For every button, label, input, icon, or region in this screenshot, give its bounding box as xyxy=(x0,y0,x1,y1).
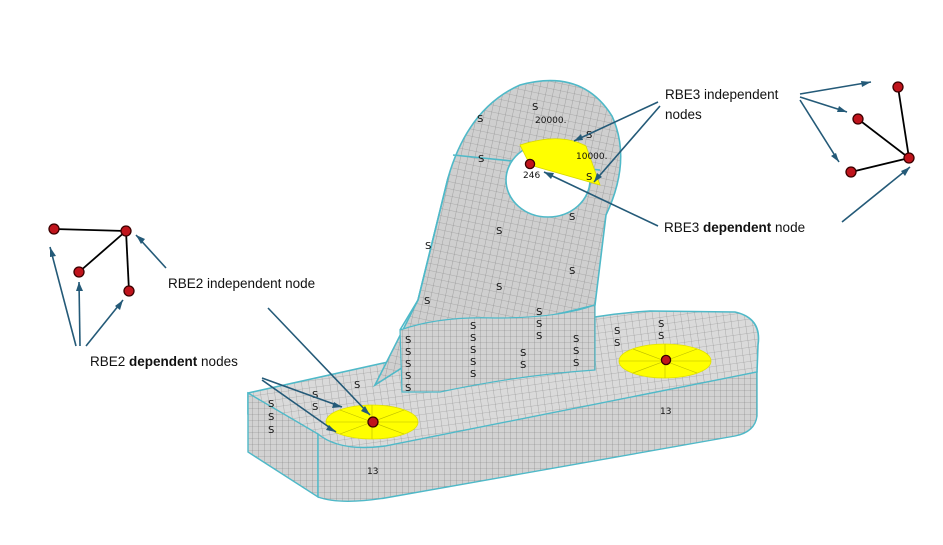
lug-side-edge xyxy=(399,177,449,331)
rbe2-dependent-suffix: nodes xyxy=(197,354,238,369)
schematic-node xyxy=(123,285,135,297)
rbe3-dependent-suffix: node xyxy=(771,220,805,235)
schematic-node xyxy=(892,81,904,93)
spc-marker: S xyxy=(268,425,274,436)
load-markers: 20000. 10000. 246 13 13 xyxy=(367,116,671,477)
load-label-20000: 20000. xyxy=(535,116,567,126)
schematic-node xyxy=(852,113,864,125)
spc-marker: S xyxy=(405,359,411,370)
spc-marker: S xyxy=(470,357,476,368)
rbe2-dependent-prefix: RBE2 xyxy=(90,354,129,369)
rbe3-dependent-prefix: RBE3 xyxy=(664,220,703,235)
spc-marker: S xyxy=(268,399,274,410)
spc-marker: S xyxy=(405,371,411,382)
spc-marker: S xyxy=(614,338,620,349)
spc-marker: S xyxy=(569,266,575,277)
rbe3-element xyxy=(519,138,601,186)
spc-marker: S xyxy=(536,319,542,330)
schematic-node xyxy=(73,266,85,278)
spc-marker: S xyxy=(532,102,538,113)
spc-marker: S xyxy=(496,282,502,293)
rbe3-dependent-bold: dependent xyxy=(703,220,772,235)
rbe3-dependent-label: RBE3 dependent node xyxy=(664,220,805,235)
node-id-246: 246 xyxy=(523,171,540,181)
rbe2-dependent-bold: dependent xyxy=(129,354,198,369)
spc-marker: S xyxy=(268,412,274,423)
leader-arrows xyxy=(49,81,911,433)
spc-marker: S xyxy=(573,358,579,369)
rbe2-node-right xyxy=(660,354,672,366)
rbe3-independent-label: RBE3 independent xyxy=(665,87,779,102)
spc-marker: S xyxy=(478,154,484,165)
spc-marker: S xyxy=(520,348,526,359)
spc-marker: S xyxy=(470,321,476,332)
spc-marker: S xyxy=(425,241,431,252)
spc-marker: S xyxy=(658,319,664,330)
rbe2-independent-label: RBE2 independent node xyxy=(168,276,315,291)
spc-marker: S xyxy=(405,335,411,346)
spc-marker: S xyxy=(470,345,476,356)
spc-marker: S xyxy=(312,402,318,413)
rbe3-independent-label-line2: nodes xyxy=(665,107,702,122)
property-label-13-right: 13 xyxy=(660,407,671,417)
rbe2-dependent-label: RBE2 dependent nodes xyxy=(90,354,238,369)
spc-marker: S xyxy=(586,172,592,183)
spc-marker: S xyxy=(470,369,476,380)
spc-marker: S xyxy=(614,326,620,337)
rbe3-dependent-node xyxy=(524,158,536,170)
base-front-face xyxy=(317,371,758,502)
schematic-node xyxy=(120,225,132,237)
fem-model: 20000. 10000. 246 13 13 S S S S S S S S … xyxy=(247,79,760,502)
load-label-10000: 10000. xyxy=(576,152,608,162)
schematic-node xyxy=(903,152,915,164)
spc-marker: S xyxy=(477,114,483,125)
spc-marker: S xyxy=(424,296,430,307)
spc-marker: S xyxy=(405,383,411,394)
spc-marker: S xyxy=(658,331,664,342)
spc-marker: S xyxy=(586,130,592,141)
spc-markers: S S S S S S S S S S S S S S S S S S S S … xyxy=(268,102,664,436)
rbe2-schematic xyxy=(48,223,135,297)
rbe2-independent-node xyxy=(367,416,379,428)
spc-marker: S xyxy=(312,390,318,401)
schematic-node xyxy=(48,223,60,235)
property-label-13-left: 13 xyxy=(367,467,378,477)
rbe2-spider-left xyxy=(325,404,419,440)
annotation-labels: RBE3 independent nodes RBE3 dependent no… xyxy=(90,87,805,369)
spc-marker: S xyxy=(520,360,526,371)
rbe2-spider-right xyxy=(618,343,712,379)
spc-marker: S xyxy=(536,331,542,342)
schematic-node xyxy=(845,166,857,178)
spc-marker: S xyxy=(573,346,579,357)
spc-marker: S xyxy=(470,333,476,344)
spc-marker: S xyxy=(536,307,542,318)
spc-marker: S xyxy=(573,334,579,345)
lug-fillet xyxy=(399,304,596,393)
spc-marker: S xyxy=(569,212,575,223)
spc-marker: S xyxy=(405,347,411,358)
rbe3-schematic xyxy=(845,81,915,178)
spc-marker: S xyxy=(496,226,502,237)
spc-marker: S xyxy=(354,380,360,391)
